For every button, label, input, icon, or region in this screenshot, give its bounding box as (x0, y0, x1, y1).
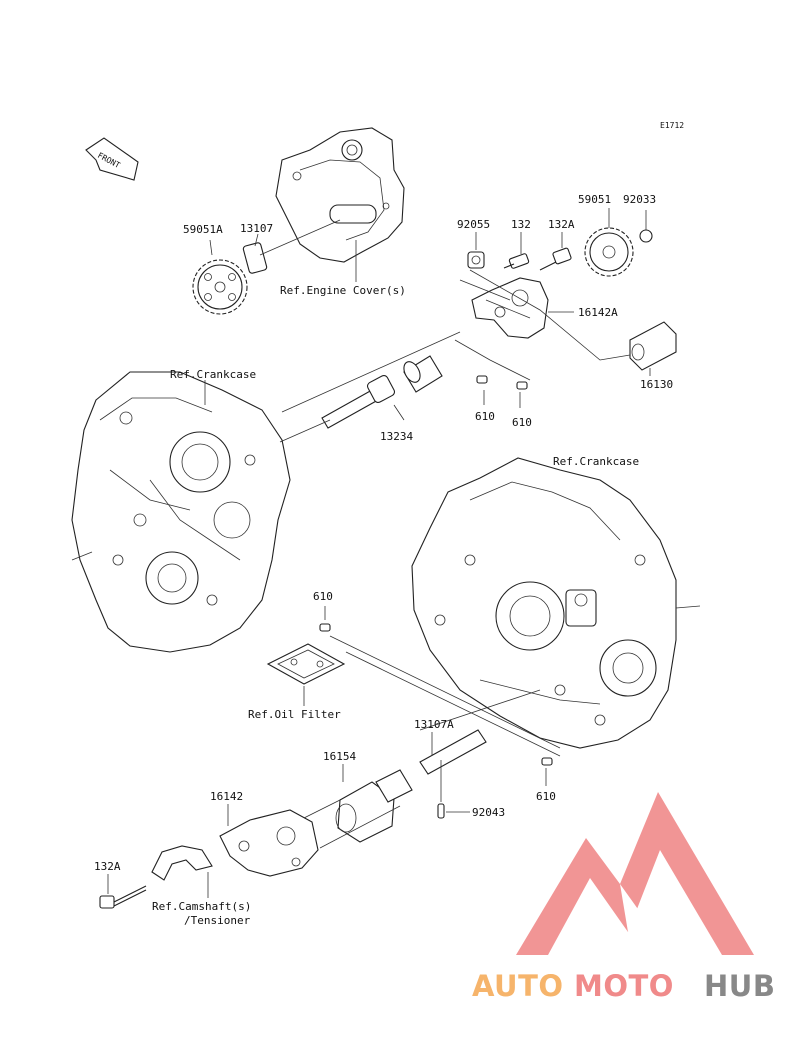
label-92033: 92033 (623, 193, 656, 206)
rotor-16130-part (629, 321, 677, 371)
dowel-610-c-part (319, 623, 331, 632)
watermark-moto: MOTO (574, 969, 674, 1003)
camshaft-bracket-part (151, 845, 213, 881)
label-ref-crankcase-right: Ref.Crankcase (553, 455, 639, 468)
label-ref-engine-cover: Ref.Engine Cover(s) (280, 284, 406, 297)
label-16142: 16142 (210, 790, 243, 803)
label-59051: 59051 (578, 193, 611, 206)
bolt-132-part (503, 253, 530, 269)
rotor-16154-part (335, 769, 413, 843)
label-16142a: 16142A (578, 306, 618, 319)
label-13234: 13234 (380, 430, 413, 443)
label-92055: 92055 (457, 218, 490, 231)
label-16130: 16130 (640, 378, 673, 391)
dowel-610-a-part (476, 375, 488, 384)
front-marker-label: FRONT (96, 151, 122, 170)
front-arrow-icon: FRONT (85, 137, 139, 181)
label-610-b: 610 (512, 416, 532, 429)
clip-92033-part (639, 229, 653, 243)
nut-92055-part (467, 251, 485, 269)
label-132a-bottom: 132A (94, 860, 121, 873)
label-16154: 16154 (323, 750, 356, 763)
shaft-13234-part (321, 355, 443, 429)
watermark-text: AUTO MOTO HUB (472, 969, 775, 1003)
bolt-132a-bottom-part (99, 885, 147, 909)
diagram-code: E1712 (660, 121, 684, 130)
label-610-c: 610 (313, 590, 333, 603)
pin-13107-part (242, 242, 268, 274)
automotohub-logo-icon (516, 792, 754, 955)
watermark-hub: HUB (704, 969, 775, 1003)
label-ref-tensioner: /Tensioner (184, 914, 251, 927)
label-ref-oil-filter: Ref.Oil Filter (248, 708, 341, 721)
gear-59051-part (584, 227, 634, 277)
oil-filter-screen-part (266, 643, 346, 685)
dowel-610-b-part (516, 381, 528, 390)
engine-cover-sketch (275, 127, 405, 263)
dowel-610-d-part (541, 757, 553, 766)
label-92043: 92043 (472, 806, 505, 819)
pump-body-16142-part (219, 809, 319, 877)
gear-59051a-part (192, 259, 248, 315)
shaft-13107a-part (419, 729, 487, 775)
pin-92043-part (437, 803, 445, 819)
label-ref-crankcase-left: Ref.Crankcase (170, 368, 256, 381)
pump-body-16142a-part (471, 277, 549, 339)
bolt-132a-top-part (539, 247, 572, 271)
label-59051a: 59051A (183, 223, 223, 236)
label-132a-top: 132A (548, 218, 575, 231)
label-610-a: 610 (475, 410, 495, 423)
label-13107a: 13107A (414, 718, 454, 731)
right-crankcase-sketch (411, 457, 701, 749)
left-crankcase-sketch (71, 371, 291, 653)
label-13107: 13107 (240, 222, 273, 235)
label-610-d: 610 (536, 790, 556, 803)
label-ref-camshaft: Ref.Camshaft(s) (152, 900, 251, 913)
watermark-auto: AUTO (472, 969, 564, 1003)
label-132: 132 (511, 218, 531, 231)
